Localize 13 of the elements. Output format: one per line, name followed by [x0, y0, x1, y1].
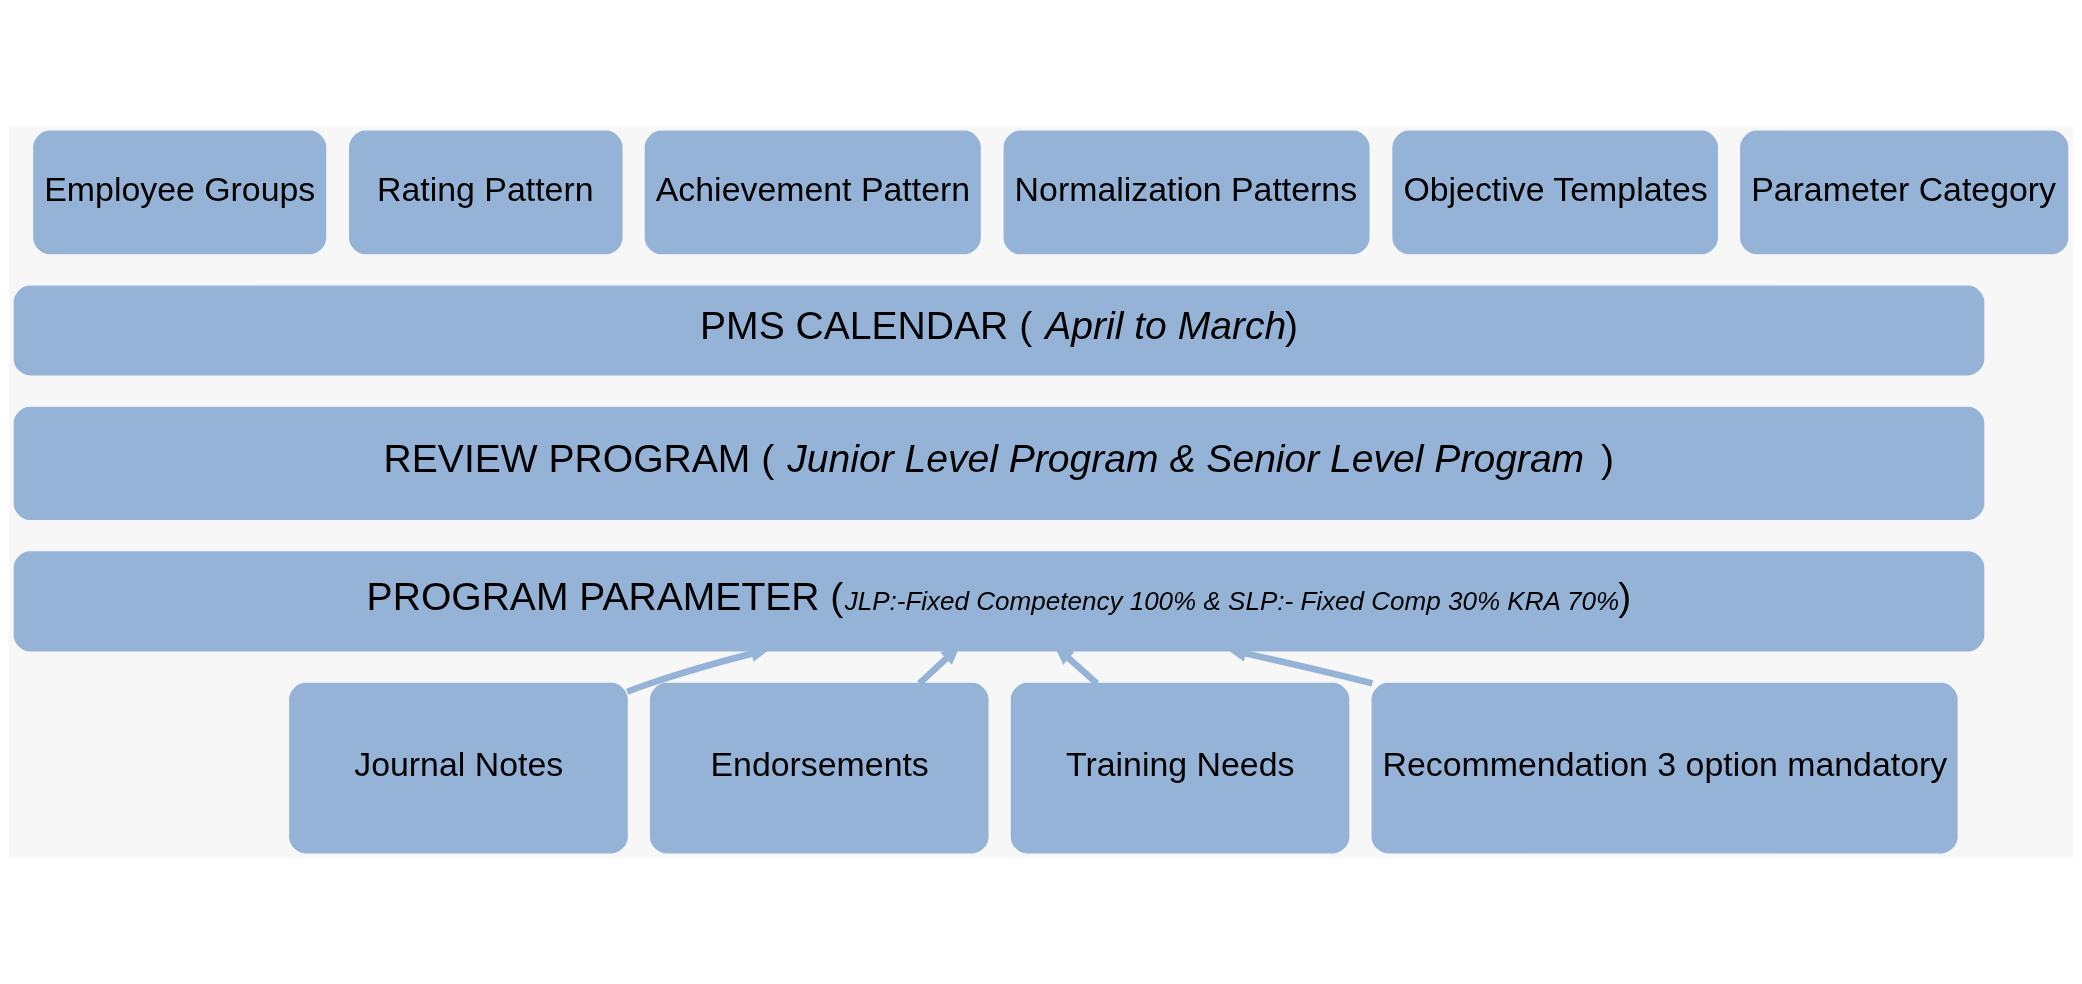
node-box: PMS CALENDAR ( April to March)	[13, 285, 1985, 376]
node-box: REVIEW PROGRAM ( Junior Level Program & Senior Level Program )	[13, 406, 1985, 520]
node-box: Endorsements	[649, 682, 989, 854]
node-box: Journal Notes	[289, 682, 628, 854]
node-box: Normalization Patterns	[1003, 130, 1370, 255]
node-box: Rating Pattern	[349, 130, 623, 255]
node-box: Objective Templates	[1392, 130, 1718, 255]
node-box: Recommendation 3 option mandatory	[1371, 682, 1958, 854]
node-box: Employee Groups	[33, 130, 327, 255]
node-box: Achievement Pattern	[644, 130, 981, 255]
node-box: Parameter Category	[1740, 130, 2069, 255]
node-box: Training Needs	[1010, 682, 1350, 854]
node-box: PROGRAM PARAMETER (JLP:-Fixed Competency 100% & SLP:- Fixed Comp 30% KRA 70%)	[13, 551, 1985, 652]
